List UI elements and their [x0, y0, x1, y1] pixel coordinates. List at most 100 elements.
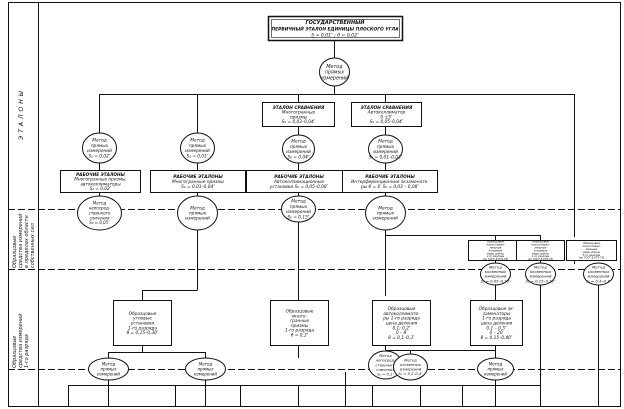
node-text-line: измерений — [400, 368, 422, 372]
node-text-line: ственного — [89, 210, 111, 215]
method-oval — [525, 262, 556, 286]
node-text-line: Метод — [378, 205, 392, 211]
node-text-line: косвенных — [485, 269, 507, 274]
node-text-line: Метод — [190, 205, 204, 211]
node-text-line: Образцовые — [532, 240, 549, 244]
node-text-line: измерений — [286, 149, 311, 155]
node-text-line: Метод — [404, 358, 417, 362]
node-text-line: измерений — [321, 75, 349, 81]
standard-instrument-box — [113, 300, 172, 346]
section-label-band3-line1: Образцовые — [12, 336, 18, 368]
node-text-line: измерений — [194, 371, 217, 376]
section-label-band2-line2: средства измерений — [18, 213, 24, 268]
etalon-box — [351, 102, 422, 127]
node-text-line: S₀ = 0,02″ — [90, 186, 112, 191]
node-text-line: косвенных — [400, 363, 422, 367]
node-text-line: косвенных — [588, 269, 610, 274]
node-text-line: Автоколлимационные — [273, 179, 324, 185]
top-reference-box — [267, 15, 404, 42]
node-text-line: Метод — [379, 354, 392, 358]
top-reference-subtitle: ПЕРВИЧНЫЙ ЭТАЛОН ЕДИНИЦЫ ПЛОСКОГО УГЛА — [271, 25, 399, 33]
node-text-line: РАБОЧИЕ ЭТАЛОНЫ — [76, 172, 125, 177]
node-text-line: концевые — [534, 249, 548, 252]
node-text-line: измерений — [588, 274, 610, 279]
node-text-line: Метод — [93, 201, 107, 206]
node-text-line: (по ГОСТ 8.075-75) — [528, 257, 554, 261]
node-text-line: 1-го разряда — [128, 325, 157, 331]
node-text-line: 0 – 8′ — [396, 330, 407, 336]
node-text-line: меры длины — [487, 252, 504, 255]
standard-instrument-box — [270, 300, 329, 346]
node-text-line: прямых — [100, 366, 117, 371]
node-text-line: установки — [130, 322, 155, 327]
node-text-line: S₀ = 0,05″ — [89, 220, 110, 225]
node-text-line: Метод — [326, 64, 343, 70]
node-text-line: прямых — [290, 145, 308, 150]
node-text-line: θ = 0,15–0,40″ — [481, 335, 513, 341]
node-text-line: ЭТАЛОН СРАВНЕНИЯ — [273, 105, 325, 111]
node-text-line: 0,1 – 0,5″ — [486, 325, 507, 331]
node-text-line: измерений — [286, 209, 311, 215]
node-text-line: РАБОЧИЕ ЭТАЛОНЫ — [274, 174, 324, 180]
standard-instrument-box — [470, 300, 523, 346]
node-text-line: измерений — [373, 216, 398, 222]
node-text-line: гранные — [290, 319, 310, 324]
node-text-line: цена деления — [386, 322, 418, 327]
method-oval — [282, 134, 315, 164]
node-text-line: меры длины — [532, 252, 549, 255]
node-text-line: концевые — [489, 249, 503, 252]
node-text-line: Метод — [378, 139, 392, 145]
node-text-line: (по ГОСТ 8.075-75) — [483, 257, 509, 261]
section-label-band2-line3: в пределах области — [24, 215, 30, 268]
node-text-line: измерений — [485, 274, 507, 279]
node-text-line: S₀ = 0,05–0,04″ — [370, 119, 404, 125]
node-text-line: сличения — [376, 368, 395, 372]
node-text-line: Метод — [102, 362, 116, 367]
node-text-line: прямых — [197, 366, 214, 371]
node-text-line: прямых — [377, 145, 395, 150]
top-reference-formula: S = 0,01″ ; θ = 0,02″ — [311, 33, 359, 39]
node-text-line: прямых — [290, 205, 308, 210]
node-text-line: Метод — [199, 362, 213, 367]
node-text-line: Образцовые — [388, 306, 416, 312]
node-text-line: измерений — [185, 216, 210, 222]
node-text-line: Метод — [291, 139, 305, 145]
method-oval — [368, 134, 403, 164]
node-text-line: 5-го разряда — [583, 253, 601, 257]
node-text-line: сличения — [90, 215, 110, 220]
node-text-line: угловые — [132, 317, 152, 322]
section-label-etalony: ЭТАЛОНЫ — [18, 88, 25, 141]
section-label-band3-line2: средства измерений — [18, 313, 24, 368]
node-text-line: измерений — [373, 149, 398, 155]
etalon-box — [262, 102, 335, 127]
node-text-line: S₀ = 0,15″ — [288, 214, 310, 220]
node-text-line: призмы — [290, 115, 308, 120]
node-text-line: измерений — [185, 148, 210, 154]
node-text-line: призмы — [291, 324, 309, 329]
node-text-line: Автоколлиматор — [367, 110, 406, 116]
etalon-box — [60, 170, 141, 193]
node-text-line: Метод — [489, 362, 503, 367]
connector-lines — [68, 40, 599, 406]
section-label-band3-line3: 1-го разряда — [24, 334, 30, 368]
method-oval — [319, 57, 350, 87]
top-reference-title: ГОСУДАРСТВЕННЫЙ — [306, 18, 366, 26]
node-text-line: Образцовые — [286, 309, 314, 315]
node-text-line: Метод — [190, 138, 204, 144]
node-text-line: Многогранные — [282, 110, 316, 116]
method-oval — [88, 357, 129, 381]
node-text-line: измерений — [97, 371, 120, 376]
section-labels: ЭТАЛОНЫ Образцовые средства измерений в … — [12, 88, 36, 368]
node-text-line: прямых — [91, 144, 109, 149]
node-text-line: плоскопарал- — [486, 244, 505, 247]
etalon-box — [342, 170, 438, 193]
node-text-line: S₀ = 0,2–0,4″ — [398, 372, 423, 376]
method-oval — [480, 262, 511, 286]
node-text-line: Многогранные призмы, — [74, 177, 127, 182]
node-text-line: установки S₀ = 0,05–0,08″ — [269, 184, 329, 190]
top-reference-inner-frame — [271, 19, 400, 38]
node-text-line: S₀ = 0,03–0,04″ — [181, 184, 215, 190]
node-text-line: S₀ = 0,01–0,03″ — [369, 154, 403, 160]
method-oval — [180, 132, 215, 164]
